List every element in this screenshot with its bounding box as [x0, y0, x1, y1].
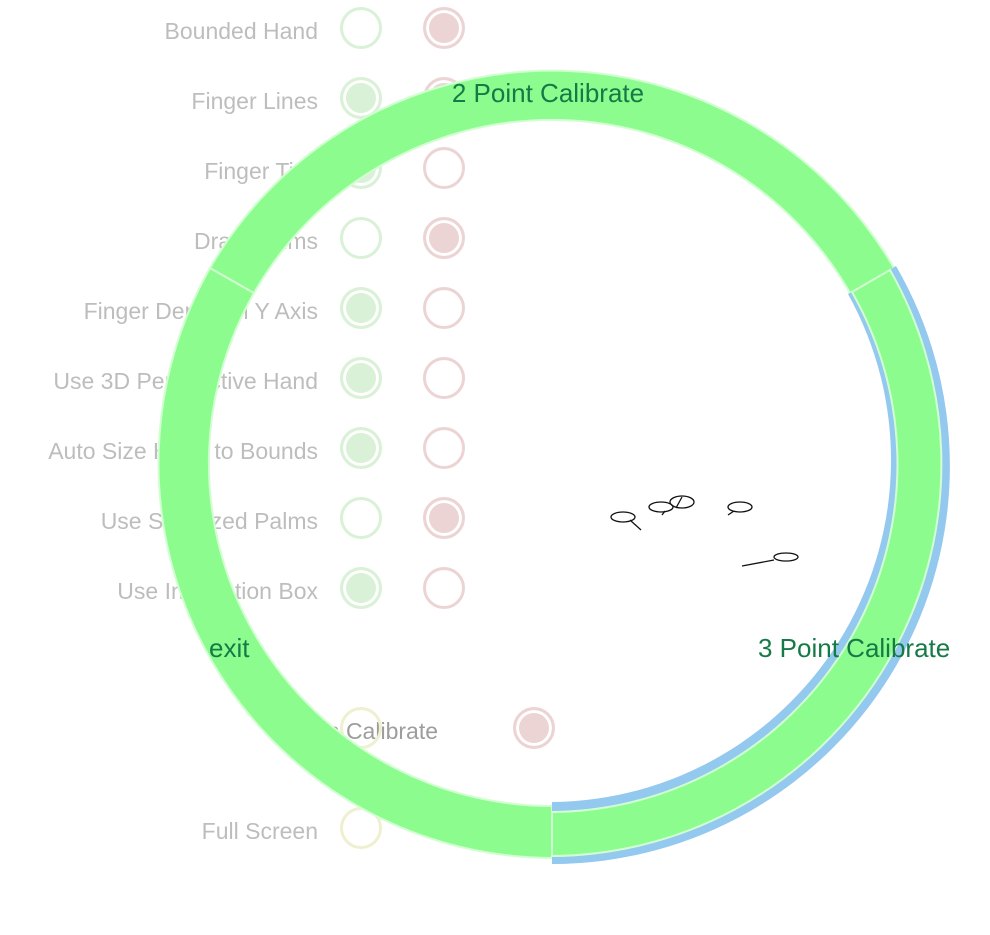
green-toggle[interactable] — [340, 287, 382, 329]
red-toggle[interactable] — [423, 567, 465, 609]
red-toggle[interactable] — [423, 427, 465, 469]
ring-segment-3-point-calibrate[interactable] — [551, 268, 943, 858]
red-toggle[interactable] — [423, 217, 465, 259]
green-toggle[interactable] — [340, 357, 382, 399]
option-label: Finger Lines — [191, 88, 318, 114]
option-row-bounded-hand: Bounded Hand — [0, 6, 480, 56]
green-toggle[interactable] — [340, 7, 382, 49]
red-toggle[interactable] — [423, 287, 465, 329]
red-toggle[interactable] — [423, 147, 465, 189]
green-toggle[interactable] — [340, 567, 382, 609]
option-label: Bounded Hand — [164, 18, 318, 44]
red-toggle[interactable] — [423, 7, 465, 49]
green-toggle[interactable] — [340, 427, 382, 469]
red-toggle[interactable] — [423, 357, 465, 399]
green-toggle[interactable] — [340, 497, 382, 539]
green-toggle[interactable] — [340, 217, 382, 259]
ring-segment-exit[interactable] — [157, 266, 553, 860]
exit-label: exit — [209, 633, 250, 663]
three-point-calibrate-label: 3 Point Calibrate — [758, 633, 950, 663]
red-toggle[interactable] — [423, 497, 465, 539]
full-screen-label: Full Screen — [201, 818, 318, 844]
red-toggle[interactable] — [513, 707, 555, 749]
hand-pointer-icon — [610, 495, 799, 567]
two-point-calibrate-label: 2 Point Calibrate — [452, 78, 644, 108]
